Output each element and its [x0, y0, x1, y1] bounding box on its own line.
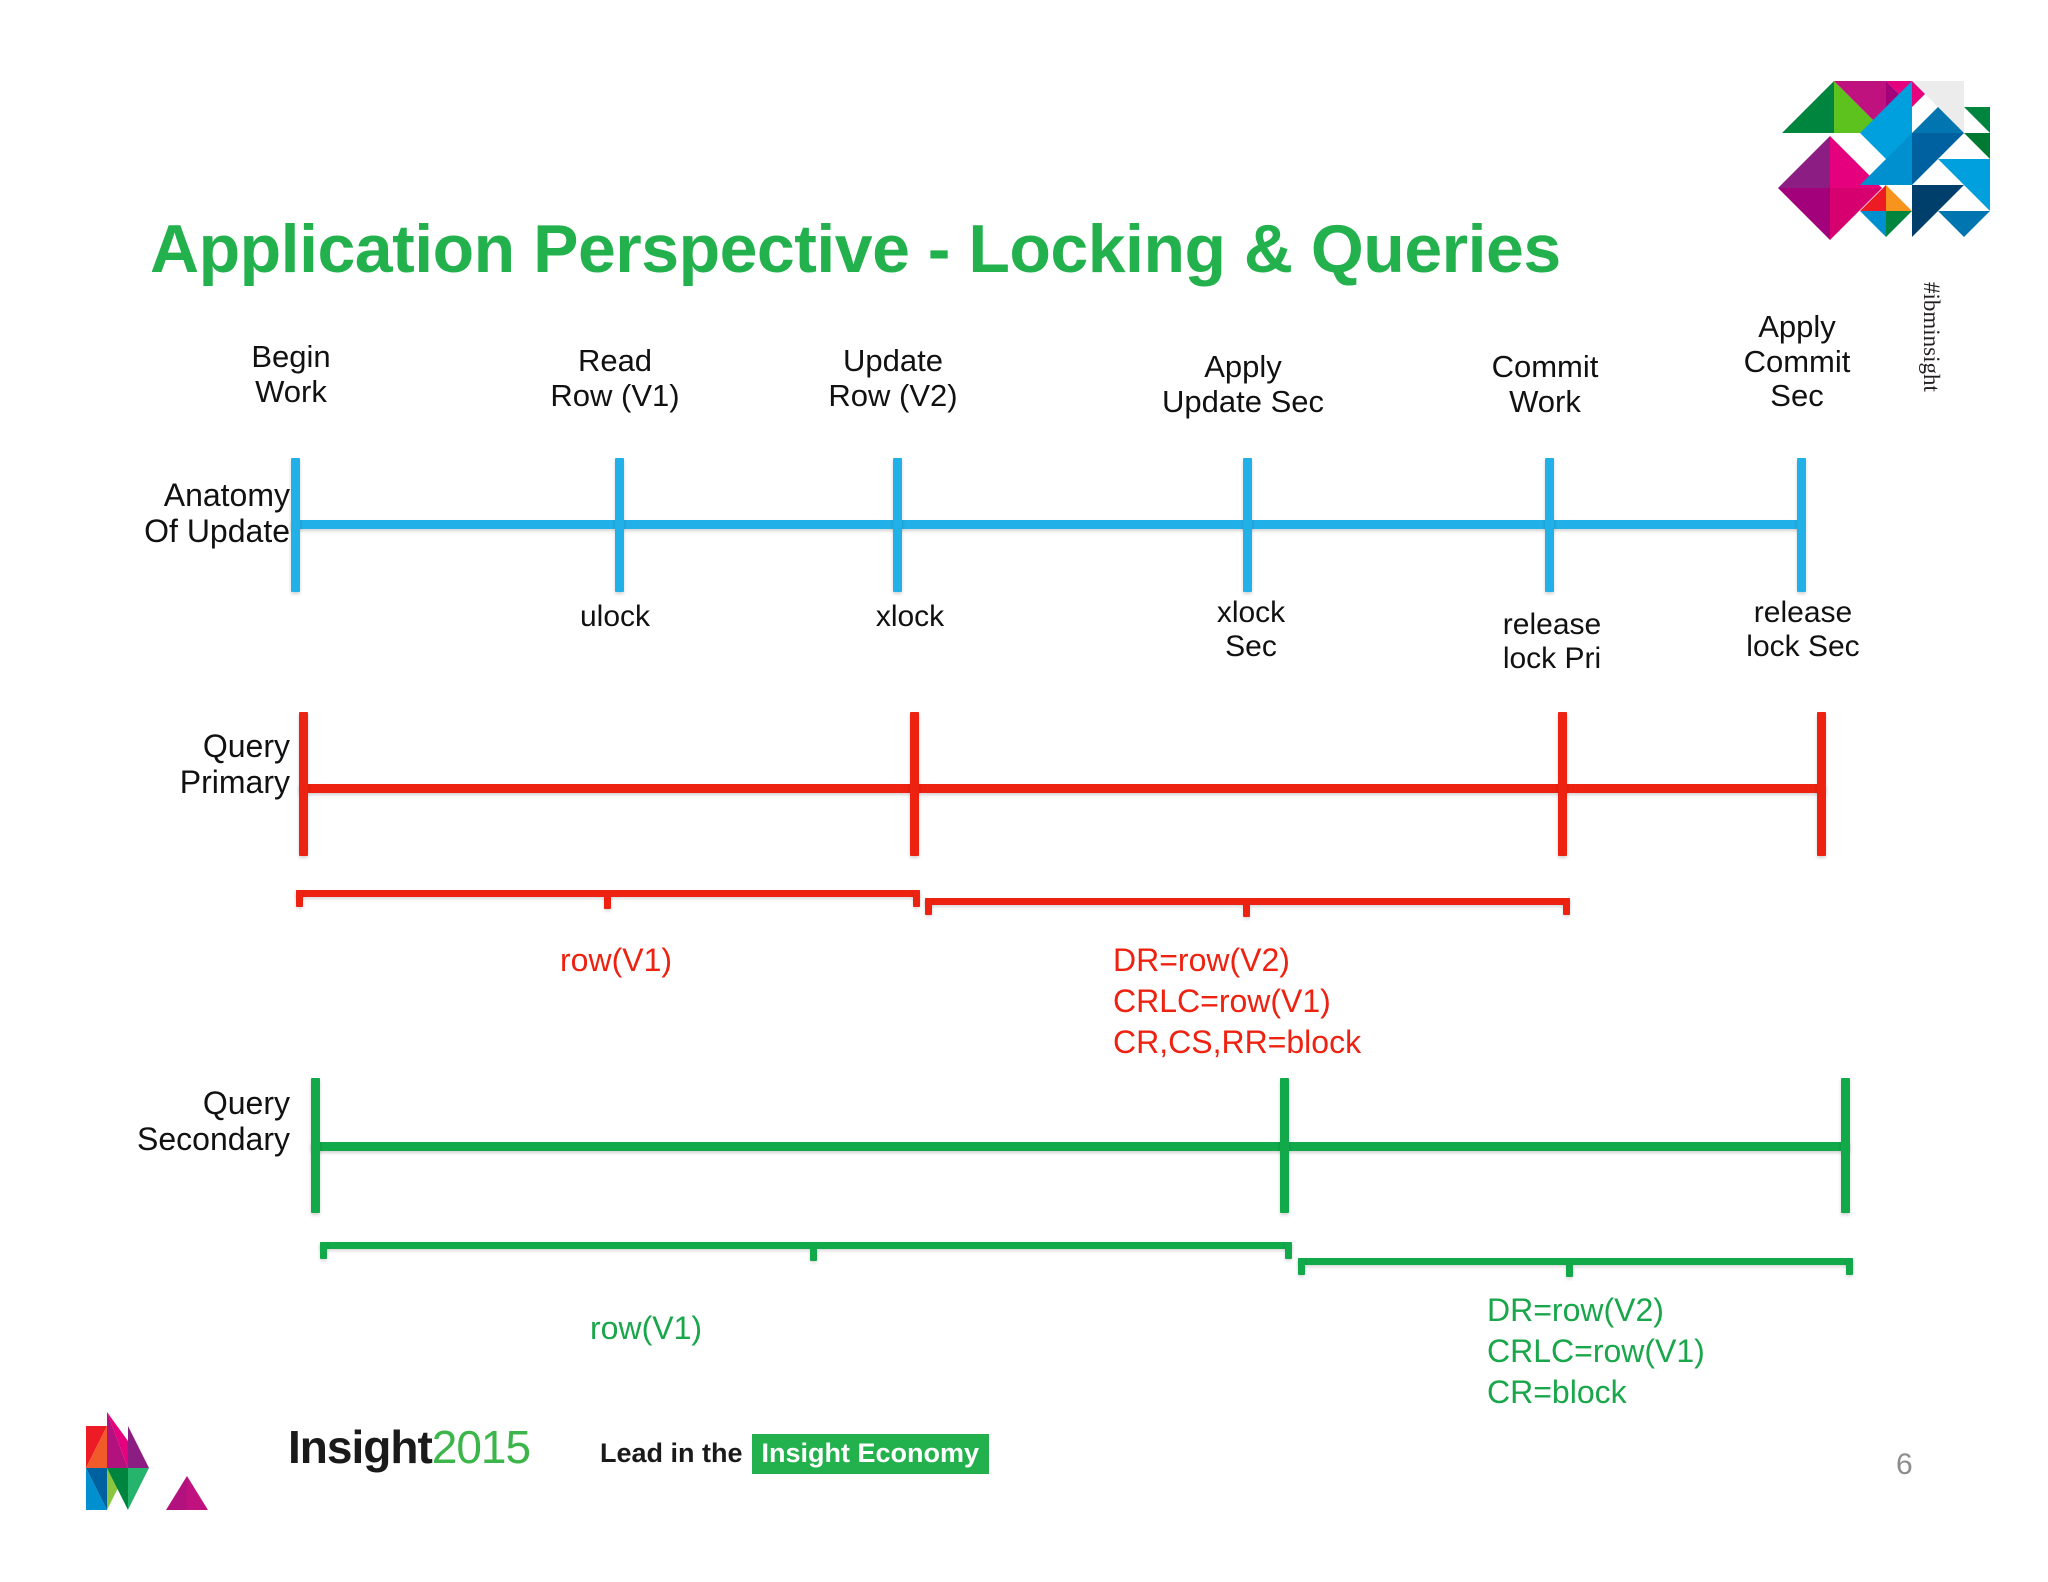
annotation-secondary-left: row(V1) [590, 1310, 703, 1346]
bracket-nub [604, 896, 611, 909]
event-label-commit-work: Commit Work [1491, 349, 1599, 419]
tick-begin-work [291, 458, 300, 592]
brand-name: Insight [288, 1421, 433, 1473]
tick-read-row [615, 458, 624, 592]
bracket-cap-right [1285, 1242, 1292, 1259]
insight-footer-logo-icon [86, 1412, 208, 1510]
insight-brand-wordmark: Insight2015 [288, 1420, 531, 1474]
lock-label-ulock: ulock [579, 600, 651, 633]
event-label-read-row: Read Row (V1) [550, 343, 680, 413]
span-bracket-green-left [320, 1242, 1292, 1268]
timeline-axis-green [311, 1142, 1850, 1151]
event-label-apply-commit-sec: Apply Commit Sec [1743, 309, 1851, 414]
track-label-query-primary: Query Primary [179, 728, 290, 801]
tick-red-commit [1558, 712, 1567, 856]
bracket-bar [296, 890, 920, 897]
track-label-anatomy-of-update: Anatomy Of Update [144, 477, 290, 550]
tick-red-update [910, 712, 919, 856]
bracket-bar [925, 898, 1570, 905]
bracket-bar [320, 1242, 1292, 1249]
span-bracket-green-right [1298, 1258, 1853, 1284]
lock-label-xlock-sec: xlock Sec [1216, 596, 1286, 663]
bracket-cap-right [1846, 1258, 1853, 1275]
bracket-cap-left [925, 898, 932, 915]
bracket-nub [1566, 1264, 1573, 1277]
annotation-secondary-right: DR=row(V2) CRLC=row(V1) CR=block [1487, 1292, 1705, 1410]
event-label-apply-update-sec: Apply Update Sec [1162, 349, 1324, 419]
page-title: Application Perspective - Locking & Quer… [150, 210, 1561, 287]
event-label-update-row: Update Row (V2) [828, 343, 958, 413]
tick-green-apply-update-sec [1280, 1078, 1289, 1213]
page-number: 6 [1896, 1448, 1913, 1481]
track-label-query-secondary: Query Secondary [137, 1085, 290, 1158]
tick-commit-work [1545, 458, 1554, 592]
annotation-primary-left: row(V1) [560, 942, 673, 978]
bracket-bar [1298, 1258, 1853, 1265]
tick-apply-update-sec [1243, 458, 1252, 592]
bracket-cap-right [913, 890, 920, 907]
tick-update-row [893, 458, 902, 592]
span-bracket-red-right [925, 898, 1570, 924]
lock-label-release-lock-pri: release lock Pri [1502, 608, 1602, 675]
tagline-prefix: Lead in the [600, 1438, 743, 1468]
bracket-nub [810, 1248, 817, 1261]
tick-green-begin [311, 1078, 320, 1213]
timeline-axis-blue [291, 520, 1803, 529]
bracket-cap-right [1563, 898, 1570, 915]
tick-red-apply-commit [1817, 712, 1826, 856]
bracket-cap-left [1298, 1258, 1305, 1275]
lock-label-release-lock-sec: release lock Sec [1746, 596, 1860, 663]
hashtag-label: #ibminsight [1919, 282, 1944, 392]
tagline-badge: Insight Economy [751, 1434, 990, 1474]
bracket-cap-left [320, 1242, 327, 1259]
tick-apply-commit-sec [1797, 458, 1806, 592]
timeline-axis-red [299, 784, 1826, 793]
span-bracket-red-left [296, 890, 920, 916]
footer-tagline: Lead in the Insight Economy [600, 1434, 990, 1474]
bracket-cap-left [296, 890, 303, 907]
bracket-nub [1243, 904, 1250, 917]
annotation-primary-right: DR=row(V2) CRLC=row(V1) CR,CS,RR=block [1113, 942, 1362, 1060]
ibm-insight-logo-icon [1778, 81, 1990, 240]
lock-label-xlock: xlock [875, 600, 945, 633]
event-label-begin-work: Begin Work [251, 339, 331, 409]
brand-year: 2015 [431, 1421, 531, 1473]
tick-green-end [1841, 1078, 1850, 1213]
tick-red-begin [299, 712, 308, 856]
